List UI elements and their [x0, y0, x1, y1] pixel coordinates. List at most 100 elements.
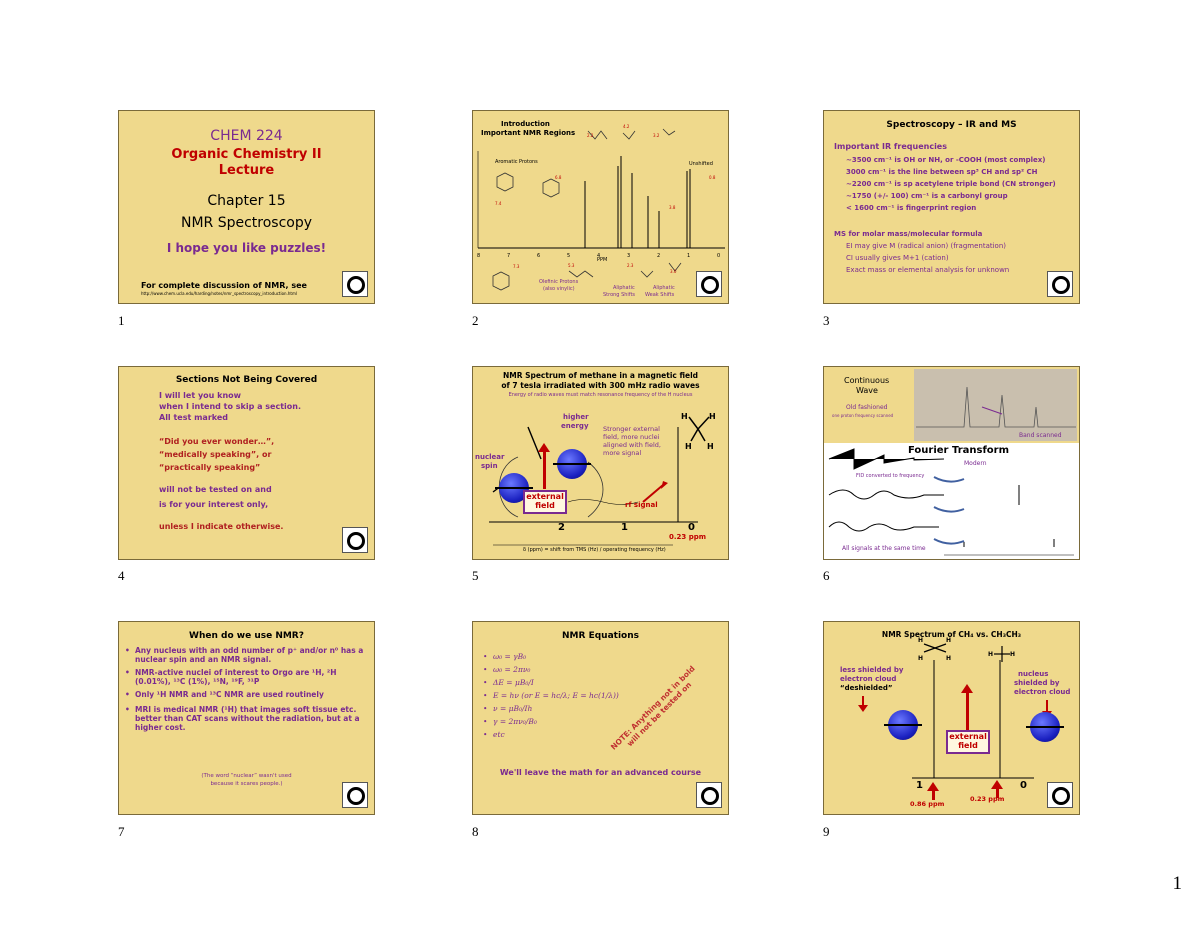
field-label: field	[535, 501, 555, 510]
svg-text:4: 4	[597, 253, 600, 259]
continuous-label: Continuous	[844, 376, 890, 385]
stronger-line: Stronger external	[603, 425, 660, 433]
right-note: electron cloud	[1014, 688, 1071, 696]
svg-text:7.4: 7.4	[495, 201, 502, 206]
axis-tick-0: 0	[1020, 780, 1027, 791]
rf-signal-label: rf signal	[625, 501, 658, 509]
equation: etc	[483, 728, 619, 741]
svg-text:3.8: 3.8	[669, 205, 676, 210]
slide-title: Introduction	[501, 120, 550, 128]
svg-text:2.2: 2.2	[587, 133, 594, 138]
external-field-box: external field	[946, 730, 990, 754]
note-line: is for your interest only,	[159, 500, 269, 509]
footer-note: We'll leave the math for an advanced cou…	[499, 768, 702, 777]
svg-text:3: 3	[627, 253, 630, 259]
aligned-spin-ball	[553, 449, 591, 479]
svg-text:2: 2	[657, 253, 660, 259]
equation: ω₀ = γB₀	[483, 650, 619, 663]
left-note: “deshielded”	[840, 684, 893, 692]
delta-formula: δ (ppm) = shift from TMS (Hz) / operatin…	[523, 547, 666, 553]
slide-title: When do we use NMR?	[189, 631, 304, 641]
college-logo	[696, 271, 722, 297]
page-number: 1	[1172, 873, 1183, 894]
ms-line: Exact mass or elemental analysis for unk…	[846, 266, 1010, 274]
svg-text:5.3: 5.3	[568, 263, 575, 268]
slide-number: 5	[472, 568, 479, 583]
svg-text:7: 7	[507, 253, 510, 259]
course-title: Organic Chemistry II	[171, 147, 322, 162]
slide-3: Spectroscopy – IR and MS Important IR fr…	[823, 110, 1080, 304]
cw-spectrum-trace	[824, 386, 1079, 559]
stronger-line: more signal	[603, 449, 642, 457]
slide-title: Sections Not Being Covered	[175, 375, 318, 385]
fourier-label: Fourier Transform	[908, 445, 1010, 456]
footer-text: For complete discussion of NMR, see	[141, 281, 307, 290]
intro-line: I will let you know	[159, 391, 242, 400]
fid-label: FID converted to frequency	[856, 473, 925, 479]
svg-text:0.8: 0.8	[709, 175, 716, 180]
old-label: Old fashioned	[846, 404, 888, 411]
unshifted-label: Unshifted	[689, 161, 713, 167]
svg-text:4.2: 4.2	[623, 124, 630, 129]
cw-spectrum-photo	[914, 369, 1077, 441]
slide-subtitle: Energy of radio waves must match resonan…	[508, 392, 693, 398]
slide-number: 1	[118, 313, 125, 328]
shield-arrow	[858, 696, 868, 712]
course-subtitle: Lecture	[218, 163, 275, 178]
bullet: Only ¹H NMR and ¹³C NMR are used routine…	[125, 690, 369, 699]
ppm-023: 0.23 ppm	[970, 795, 1005, 803]
axis-tick-0: 0	[688, 522, 695, 533]
quote-line: “Did you ever wonder…”,	[159, 437, 275, 446]
old-sublabel: one proton frequency scanned	[832, 413, 894, 418]
olefinic-sublabel: (also vinylic)	[543, 286, 575, 292]
peak-arrow	[927, 782, 939, 800]
svg-text:H: H	[707, 442, 714, 451]
ppm-axis-label: PPM	[597, 257, 608, 263]
external-label: external	[949, 732, 987, 741]
peak-arrow	[991, 780, 1003, 798]
equation: ω₀ = 2πν₀	[483, 663, 619, 676]
left-note: electron cloud	[840, 675, 897, 683]
axis-tick-1: 1	[916, 780, 923, 791]
wave-label: Wave	[856, 386, 878, 395]
bullet: NMR-active nuclei of interest to Orgo ar…	[125, 668, 369, 686]
deshielded-nucleus	[884, 710, 922, 740]
slide-6: Continuous Wave Old fashioned one proton…	[823, 366, 1080, 560]
svg-text:1: 1	[687, 253, 690, 259]
slide-number: 4	[118, 568, 125, 583]
college-logo	[1047, 782, 1073, 808]
equation-list: ω₀ = γB₀ ω₀ = 2πν₀ ΔE = μB₀/I E = hν (or…	[483, 650, 619, 741]
equation: E = hν (or E = hc/λ; E = hc(1/λ))	[483, 689, 619, 702]
slide-title: Spectroscopy – IR and MS	[886, 120, 1017, 130]
ppm-value: 0.23 ppm	[669, 533, 707, 541]
slide-5: NMR Spectrum of methane in a magnetic fi…	[472, 366, 729, 560]
svg-text:3.0: 3.0	[670, 269, 677, 274]
quote-line: “practically speaking”	[159, 463, 261, 472]
chapter: Chapter 15	[207, 193, 286, 209]
slide-number: 3	[823, 313, 830, 328]
svg-text:8: 8	[477, 253, 480, 259]
svg-text:H: H	[918, 637, 923, 644]
slide-4: Sections Not Being Covered I will let yo…	[118, 366, 375, 560]
note-line: will not be tested on and	[159, 485, 272, 494]
aliphatic-weak-label: Aliphatic	[653, 285, 675, 291]
ir-line: 3000 cm⁻¹ is the line between sp³ CH and…	[846, 168, 1038, 176]
aromatic-label: Aromatic Protons	[495, 159, 538, 165]
slide-8: NMR Equations ω₀ = γB₀ ω₀ = 2πν₀ ΔE = μB…	[472, 621, 729, 815]
svg-text:H: H	[709, 412, 716, 421]
quote-line: “medically speaking”, or	[159, 450, 272, 459]
field-arrow	[961, 684, 973, 730]
svg-text:5: 5	[567, 253, 570, 259]
slide-9: NMR Spectrum of CH₄ vs. CH₃CH₃ less shie…	[823, 621, 1080, 815]
footer-url[interactable]: http://www.chem.ucla.edu/harding/notes/n…	[141, 291, 297, 296]
slide-2: Introduction Important NMR Regions Aroma…	[472, 110, 729, 304]
slide-title: NMR Spectrum of CH₄ vs. CH₃CH₃	[881, 630, 1022, 639]
intro-line: All test marked	[159, 413, 229, 422]
equation: ΔE = μB₀/I	[483, 676, 619, 689]
svg-text:H: H	[1010, 651, 1015, 658]
svg-text:H: H	[946, 637, 951, 644]
college-logo	[1047, 271, 1073, 297]
final-line: unless I indicate otherwise.	[159, 522, 284, 531]
